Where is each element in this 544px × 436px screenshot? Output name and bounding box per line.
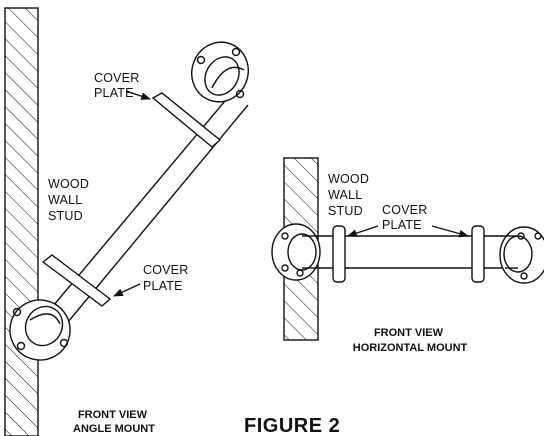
label-cover-plate-horizontal: COVER PLATE [382, 203, 431, 232]
arrow-cover-top-angled [125, 90, 151, 100]
flange-left-horizontal [271, 223, 321, 281]
angle-mount-view: COVER PLATE WOOD WALL STUD COVER PLATE F… [4, 7, 249, 436]
caption-angle-mount: FRONT VIEW ANGLE MOUNT [73, 409, 155, 435]
horizontal-mount-view: WOOD WALL STUD COVER PLATE FRONT VIEW HO… [271, 157, 544, 354]
cover-plate-right-horizontal [471, 225, 485, 283]
flange-right-horizontal [499, 226, 544, 284]
figure-title: FIGURE 2 [244, 415, 340, 436]
caption-horizontal-mount: FRONT VIEW HORIZONTAL MOUNT [353, 327, 468, 354]
label-cover-plate-bottom-angled: COVER PLATE [143, 263, 192, 293]
cover-plate-bottom-angled [41, 254, 112, 307]
cover-plate-left-horizontal [332, 225, 346, 283]
label-wood-wall-stud-left: WOOD WALL STUD [48, 177, 93, 223]
arrow-cover-bottom-angled [113, 283, 141, 297]
arrow-cover-left-horizontal [347, 225, 379, 237]
arrow-cover-right-horizontal [431, 225, 469, 238]
label-wood-wall-stud-right: WOOD WALL STUD [328, 172, 373, 218]
label-cover-plate-top-angled: COVER PLATE [94, 71, 143, 100]
flange-bottom-angled [9, 299, 71, 361]
cover-plate-top-angled [151, 92, 222, 148]
wood-wall-stud-left [4, 7, 39, 436]
flange-top-angled [191, 41, 249, 103]
